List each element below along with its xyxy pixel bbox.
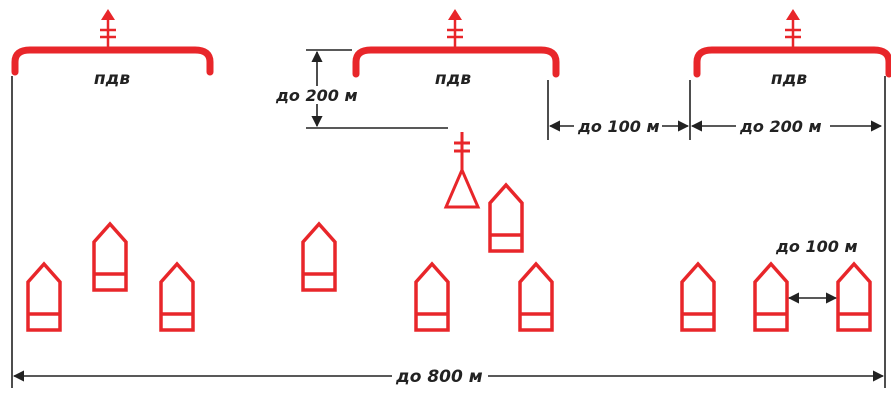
vehicle-icon <box>488 182 524 253</box>
position-right: пдв <box>693 9 891 89</box>
dimension-depth: до 200 м <box>275 49 448 129</box>
vehicle-icon <box>26 261 62 332</box>
gap-label: до 100 м <box>577 117 660 136</box>
bracket-icon <box>11 46 214 76</box>
dimension-right-width: до 200 м <box>690 117 883 136</box>
vehicle-spacing-label: до 100 м <box>775 237 858 256</box>
bracket-icon <box>693 46 891 78</box>
vehicle-icon <box>159 261 195 332</box>
command-post-triangle-icon <box>443 132 481 209</box>
vehicle-icon <box>414 261 450 332</box>
bracket-icon <box>352 46 560 78</box>
position-label: пдв <box>94 69 130 89</box>
dimension-gap: до 100 м <box>547 80 691 140</box>
arrow-up-icon <box>786 9 800 20</box>
vehicle-icon <box>92 221 128 292</box>
arrow-up-icon <box>448 9 462 20</box>
position-label: пдв <box>435 69 471 89</box>
vehicle-icon <box>301 221 337 292</box>
position-label: пдв <box>771 69 807 89</box>
vehicle-icon <box>836 261 872 332</box>
vehicle-icon <box>518 261 554 332</box>
right-width-label: до 200 м <box>739 117 822 136</box>
position-left: пдв <box>11 9 214 89</box>
position-center: пдв <box>352 9 560 89</box>
dimension-vehicle-spacing: до 100 м <box>775 237 858 304</box>
vehicle-icon <box>753 261 789 332</box>
vehicle-icon <box>680 261 716 332</box>
arrow-up-icon <box>101 9 115 20</box>
vehicle-group <box>26 182 872 332</box>
dimension-total: до 800 м <box>11 76 886 388</box>
total-width-label: до 800 м <box>395 367 483 387</box>
depth-label: до 200 м <box>275 86 358 105</box>
